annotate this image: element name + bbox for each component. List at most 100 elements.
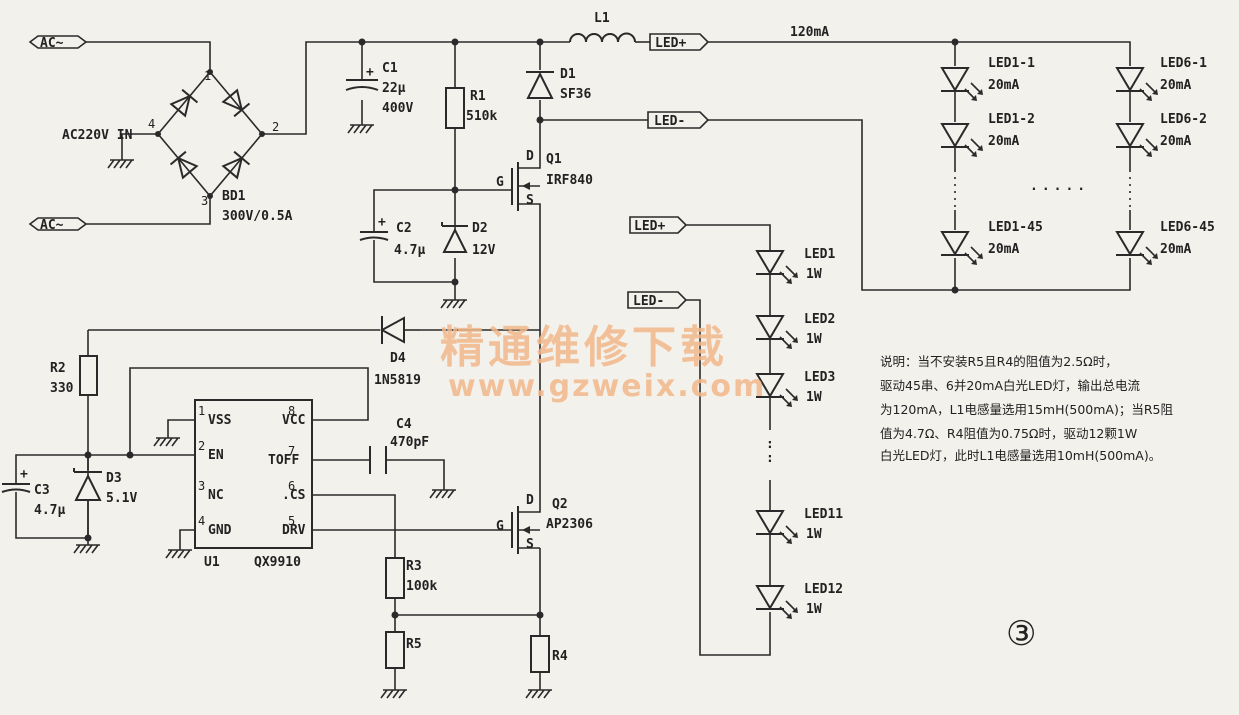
- led-a-col1-1: [940, 67, 983, 101]
- q2-value: AP2306: [546, 517, 593, 532]
- bd1-value: 300V/0.5A: [222, 209, 293, 224]
- u1-pin-1-num: 1: [198, 404, 205, 418]
- led-a-col6-3: [1115, 231, 1158, 265]
- ac-input-bottom-tag: AC~: [28, 217, 88, 233]
- ground-4: [153, 437, 180, 447]
- led-minus-tag-b: LED-: [627, 291, 688, 309]
- led-b-4-ref: LED11: [804, 507, 843, 522]
- explanation-note: 说明：当不安装R5且R4的阻值为2.5Ω时， 驱动45串、6并20mA白光LED…: [880, 354, 1173, 463]
- u1-value: QX9910: [254, 555, 301, 570]
- ground-8: [380, 689, 407, 699]
- note-line-1: 说明：当不安装R5且R4的阻值为2.5Ω时，: [880, 354, 1118, 369]
- ground-7: [429, 489, 456, 499]
- wires: [15, 41, 1131, 690]
- bridge-rectifier-bd1: 1 2 3 4 BD1 300V/0.5A: [148, 69, 293, 224]
- led-a-col1-3: [940, 231, 983, 265]
- ac-bottom-label: AC~: [40, 218, 64, 233]
- c4-value: 470pF: [390, 435, 429, 450]
- led-b-4: [755, 510, 798, 544]
- note-line-3: 为120mA，L1电感量选用15mH(500mA)；当R5阻: [880, 402, 1173, 417]
- led-plus-label-top: LED+: [655, 36, 686, 51]
- u1-pin-6-num: 6: [288, 479, 295, 493]
- led-a-col6-1: [1115, 67, 1158, 101]
- r1-ref: R1: [470, 89, 486, 104]
- ground-5: [73, 544, 100, 554]
- mosfet-q1: D G S Q1 IRF840: [496, 149, 593, 211]
- led-b-2: [755, 315, 798, 349]
- bridge-pin1: 1: [204, 69, 211, 83]
- r3-value: 100k: [406, 579, 437, 594]
- q1-value: IRF840: [546, 173, 593, 188]
- led-a-col6-1-current: 20mA: [1160, 78, 1191, 93]
- capacitor-c3: + C3 4.7μ: [1, 467, 65, 518]
- c1-ref: C1: [382, 61, 398, 76]
- d1-ref: D1: [560, 67, 576, 82]
- led-a-col1-3-current: 20mA: [988, 242, 1019, 257]
- figure-number: ③: [1006, 614, 1036, 654]
- array-a-ellipsis: .....: [1030, 179, 1089, 194]
- u1-pin-2-name: EN: [208, 448, 224, 463]
- led-b-5-power: 1W: [806, 602, 822, 617]
- mosfet-q2: D G S Q2 AP2306: [496, 493, 593, 554]
- u1-pin-8-num: 8: [288, 404, 295, 418]
- ac-top-label: AC~: [40, 36, 64, 51]
- led-a-col6-2: [1115, 123, 1158, 157]
- d3-ref: D3: [106, 471, 122, 486]
- capacitor-c2: + C2 4.7μ: [359, 215, 425, 258]
- led-b-5: [755, 585, 798, 619]
- c4-ref: C4: [396, 417, 412, 432]
- u1-pin-8-name: VCC: [282, 413, 305, 428]
- led-minus-label-b: LED-: [633, 294, 664, 309]
- array-b-dots: :: [766, 451, 774, 466]
- diode-d4: D4 1N5819: [374, 316, 421, 388]
- bd1-ref: BD1: [222, 189, 246, 204]
- led-array-a: LED1-120mALED1-220mALED1-4520mALED6-120m…: [940, 56, 1215, 265]
- d4-ref: D4: [390, 351, 406, 366]
- r1-value: 510k: [466, 109, 497, 124]
- ground-6: [165, 549, 192, 559]
- note-line-2: 驱动45串、6并20mA白光LED灯，输出总电流: [880, 378, 1140, 393]
- ac-input-top-tag: AC~: [28, 35, 88, 51]
- q2-g: G: [496, 519, 504, 534]
- q1-g: G: [496, 175, 504, 190]
- led-a-col6-2-ref: LED6-2: [1160, 112, 1207, 127]
- bridge-pin3: 3: [201, 194, 208, 208]
- led-a-col1-2-current: 20mA: [988, 134, 1019, 149]
- u1-pin-5-name: DRV: [282, 523, 306, 538]
- resistor-r4: R4: [530, 635, 568, 673]
- led-a-col1-1-ref: LED1-1: [988, 56, 1035, 71]
- led-plus-tag-b: LED+: [629, 216, 688, 234]
- led-minus-tag-top: LED-: [647, 111, 710, 129]
- led-a-col1-3-ref: LED1-45: [988, 220, 1043, 235]
- ground-symbols: [73, 124, 552, 699]
- c2-ref: C2: [396, 221, 412, 236]
- array-a-current: 120mA: [790, 25, 829, 40]
- c2-plus: +: [378, 215, 386, 230]
- watermark-cn: 精通维修下载: [440, 322, 728, 373]
- array-b-dots2: :: [766, 437, 774, 452]
- q1-ref: Q1: [546, 152, 562, 167]
- u1-pin-4-name: GND: [208, 523, 232, 538]
- diode-d1: D1 SF36: [526, 67, 591, 102]
- inductor-l1: L1: [569, 11, 636, 43]
- c1-value: 22μ: [382, 81, 406, 96]
- led-plus-tag-top: LED+: [649, 33, 710, 51]
- u1-pin-6-name: .CS: [282, 488, 306, 503]
- u1-pin-3-num: 3: [198, 479, 205, 493]
- u1-pin-7-name: TOFF: [268, 453, 299, 468]
- u1-pin-2-num: 2: [198, 439, 205, 453]
- d4-value: 1N5819: [374, 373, 421, 388]
- q1-s: S: [526, 193, 534, 208]
- led-a-col6-3-current: 20mA: [1160, 242, 1191, 257]
- r5-ref: R5: [406, 637, 422, 652]
- led-a-col1-2: [940, 123, 983, 157]
- led-b-1: [755, 250, 798, 284]
- d3-value: 5.1V: [106, 491, 137, 506]
- led-a-col1-2-ref: LED1-2: [988, 112, 1035, 127]
- d2-value: 12V: [472, 243, 496, 258]
- led-b-2-power: 1W: [806, 332, 822, 347]
- q1-d: D: [526, 149, 534, 164]
- resistor-r5: R5: [385, 631, 422, 669]
- ground-2: [347, 124, 374, 134]
